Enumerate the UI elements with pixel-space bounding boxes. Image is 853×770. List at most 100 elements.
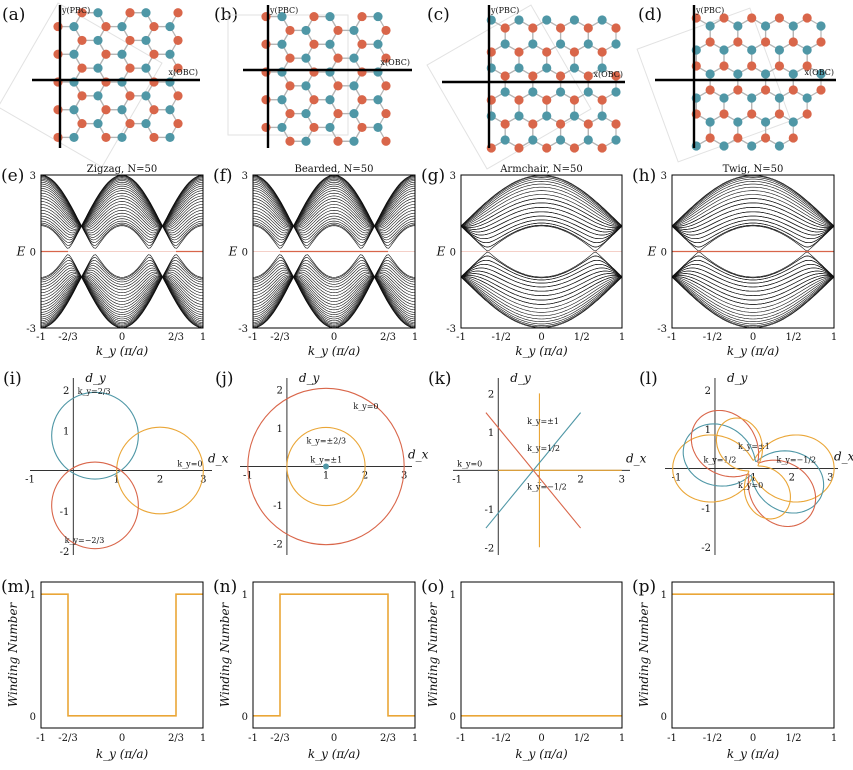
atom-b <box>349 81 359 91</box>
curve-annotation: k_y=1/2 <box>703 456 736 465</box>
band-line <box>672 225 834 252</box>
x-tick-label: -1 <box>36 332 46 343</box>
lattice-atoms <box>691 13 826 151</box>
atom-b <box>141 91 151 101</box>
band-line <box>253 269 415 323</box>
curve-annotation: k_y=0 <box>457 460 482 469</box>
band-line <box>461 270 622 292</box>
atom-a <box>719 109 729 119</box>
band-line <box>253 276 415 311</box>
curve-annotation: k_y=0 <box>353 402 378 411</box>
atom-b <box>733 117 743 127</box>
panel-label: (f) <box>213 166 233 186</box>
lattice-atoms <box>261 11 391 146</box>
panel-label: (b) <box>214 5 238 25</box>
atom-b <box>165 77 175 87</box>
x-tick-label: 2 <box>789 472 795 483</box>
atom-a <box>357 11 367 22</box>
atom-a <box>760 37 771 47</box>
atom-b <box>277 67 287 77</box>
atom-b <box>514 15 524 25</box>
plot-frame <box>460 174 623 329</box>
band-line <box>672 175 834 227</box>
x-tick-label: 0 <box>331 332 337 343</box>
atom-a <box>514 143 524 153</box>
atom-b <box>555 39 566 49</box>
band-line <box>461 276 622 327</box>
y-axis-label: E <box>228 245 238 259</box>
atom-a <box>381 108 391 119</box>
band-line <box>41 183 203 230</box>
dvector-circle <box>286 426 366 507</box>
dx-label: d_x <box>208 452 229 466</box>
y-tick-label: -1 <box>60 507 70 518</box>
band-line <box>253 181 415 232</box>
band-line <box>41 180 203 234</box>
atom-a <box>528 119 538 129</box>
atom-a <box>705 133 715 143</box>
atom-a <box>747 61 757 71</box>
panel-label: (e) <box>1 166 24 186</box>
atom-a <box>555 23 566 33</box>
band-line <box>461 251 622 278</box>
band-line <box>253 269 415 323</box>
band-line <box>41 176 203 241</box>
band-line <box>41 176 203 241</box>
y-axis-label: Winding Number <box>218 601 232 707</box>
band-line <box>41 178 203 236</box>
atom-a <box>101 132 111 143</box>
band-line <box>672 270 834 292</box>
atom-a <box>173 91 183 101</box>
dy-label: d_y <box>510 371 531 385</box>
x-tick-label: -1 <box>248 733 258 744</box>
band-line <box>672 276 834 309</box>
band-line <box>253 262 415 327</box>
atom-a <box>802 109 812 119</box>
atom-b <box>69 77 79 87</box>
atom-a <box>125 63 135 73</box>
unit-cell-box <box>227 14 349 136</box>
band-line <box>461 219 622 239</box>
x-tick-label: 3 <box>827 472 833 483</box>
atom-a <box>816 37 826 47</box>
band-line <box>461 264 622 284</box>
atom-b <box>301 108 311 119</box>
atom-a <box>149 77 159 87</box>
plot-frame <box>40 174 204 329</box>
atom-b <box>117 105 127 115</box>
band-line <box>672 276 834 328</box>
atom-b <box>760 69 771 79</box>
band-line <box>41 276 203 311</box>
atom-a <box>101 21 111 32</box>
chart-title: Zigzag, N=50 <box>87 164 157 175</box>
x-tick-label: -1 <box>36 733 46 744</box>
atom-b <box>93 63 103 73</box>
x-tick-label: 0 <box>331 733 337 744</box>
atom-b <box>733 21 743 31</box>
atom-a <box>261 39 271 49</box>
band-line <box>672 211 834 233</box>
lattice-panel-bearded: (b)y(PBC)x(OBC) <box>214 5 412 148</box>
dx-label: d_x <box>408 448 429 462</box>
y-axis-label: E <box>436 245 446 259</box>
band-line <box>461 186 622 227</box>
chart-title: Twig, N=50 <box>723 164 784 175</box>
x-axis-label: k_y (π/a) <box>308 344 361 358</box>
atom-a <box>611 71 621 81</box>
x-tick-label: -1 <box>672 472 682 483</box>
atom-b <box>69 105 79 115</box>
atom-b <box>117 49 127 59</box>
dvector-point <box>323 463 329 470</box>
atom-b <box>93 118 103 129</box>
atom-b <box>788 21 798 31</box>
band-line <box>461 202 622 228</box>
dvector-circle <box>51 461 139 550</box>
y-tick-label: -1 <box>485 505 495 516</box>
lattice-bonds <box>266 15 387 142</box>
atom-a <box>802 13 812 23</box>
atom-a <box>774 109 785 119</box>
atom-a <box>528 71 538 81</box>
band-line <box>253 273 415 320</box>
atom-b <box>569 111 580 121</box>
